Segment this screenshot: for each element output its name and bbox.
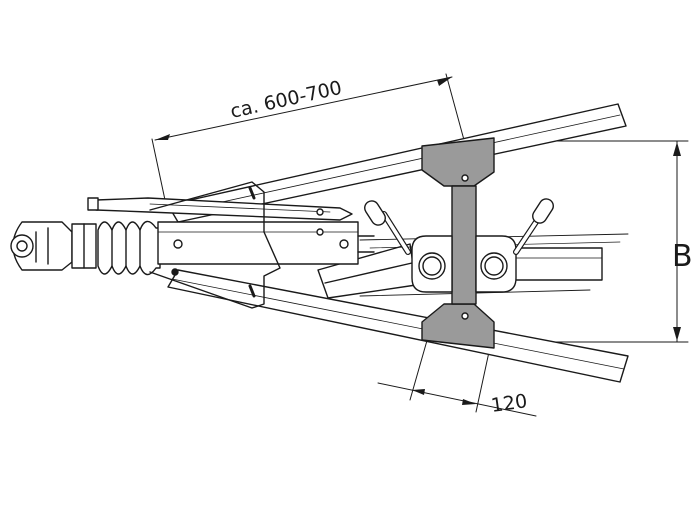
left-handle	[364, 200, 411, 255]
upper-frame-tube	[167, 103, 627, 223]
length-dimension-label: ca. 600-700	[228, 77, 344, 123]
front-bracket-plate	[149, 181, 281, 309]
lower-mount-plate	[421, 303, 495, 349]
width-dimension-label: B	[672, 239, 693, 274]
right-handle	[513, 198, 554, 255]
left-clamp	[411, 235, 453, 293]
upper-mount-plate	[421, 137, 495, 187]
dimension-length	[151, 73, 465, 201]
coupling-head	[10, 221, 97, 271]
right-clamp	[475, 235, 517, 293]
handbrake-lever	[87, 197, 353, 221]
center-cross-member	[451, 185, 477, 305]
offset-dimension-label: 120	[490, 390, 529, 417]
drawbar-tube	[157, 221, 375, 265]
bellows	[97, 220, 161, 276]
